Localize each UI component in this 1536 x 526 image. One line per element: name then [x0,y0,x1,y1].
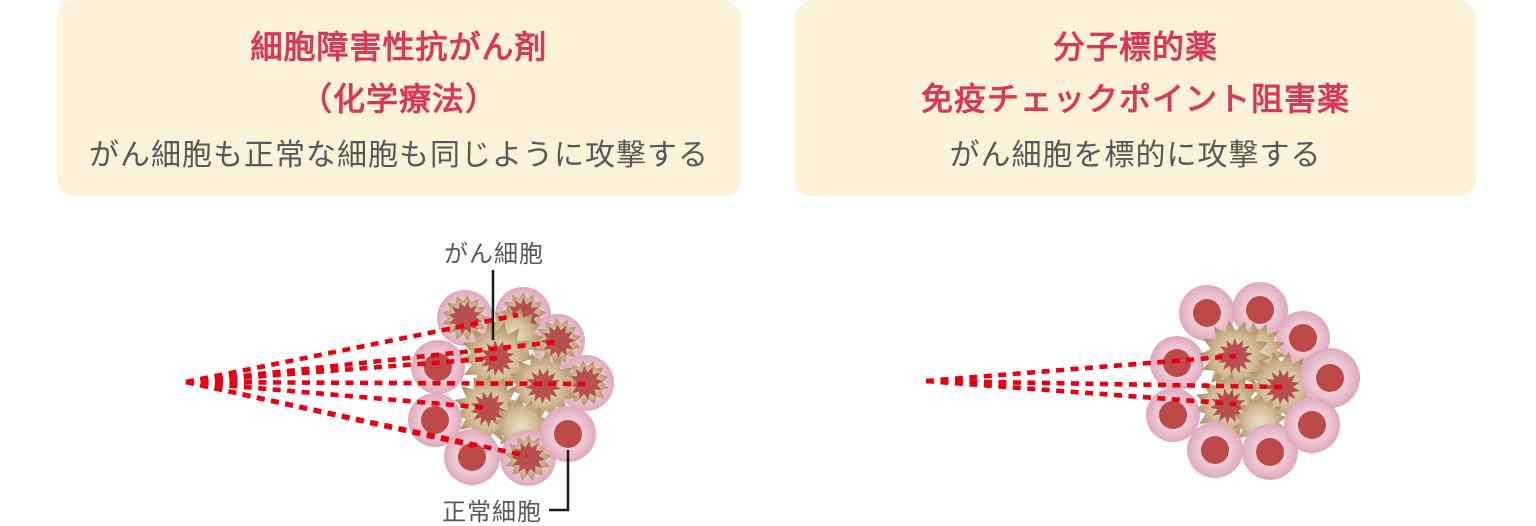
attack-dashed-arrow [185,379,490,411]
normal-cell [1300,348,1360,408]
left-cell-cluster [408,287,614,486]
normal-cell-nucleus [1246,296,1274,324]
chemo-panel-title-line1: 細胞障害性抗がん剤 [250,28,548,65]
normal-cell [411,340,465,394]
cancer-cell-nucleus [511,441,545,475]
chemo-panel: 細胞障害性抗がん剤 （化学療法） がん細胞も正常な細胞も同じように攻撃する [57,0,741,196]
normal-cell [1242,424,1298,480]
normal-cell-nucleus [1256,438,1284,466]
normal-cell [1179,285,1235,341]
normal-cell-nucleus [1193,299,1221,327]
targeted-panel-subtitle: がん細胞を標的に攻撃する [949,139,1322,173]
targeted-panel: 分子標的薬 免疫チェックポイント阻害薬 がん細胞を標的に攻撃する [795,0,1476,196]
cancer-cell-nucleus [541,324,575,358]
normal-cell-nucleus [421,406,449,434]
cancer-cell-nucleus [470,391,506,427]
attack-dashed-arrow [185,379,475,449]
normal-cell-nucleus [458,443,486,471]
normal-cell [540,406,596,462]
cancer-cell-nucleus [525,368,561,404]
normal-cell-nucleus [1316,364,1344,392]
normal-cell [1232,282,1288,338]
normal-cell [1146,388,1200,442]
normal-cell-label: 正常細胞 [442,499,542,526]
cancer-cell [508,351,578,421]
attack-dashed-arrows [925,353,1284,407]
normal-cell [444,429,500,485]
cancer-cell-nucleus [506,298,540,332]
normal-cell [1284,397,1340,453]
normal-cell-nucleus [554,420,582,448]
cancer-cell-label: がん細胞 [444,241,544,268]
attack-dashed-arrow [185,312,519,385]
targeted-panel-title-line1: 分子標的薬 [1052,28,1218,65]
chemo-panel-subtitle: がん細胞も正常な細胞も同じように攻撃する [89,139,709,173]
targeted-panel-title-line2: 免疫チェックポイント阻害薬 [920,80,1350,117]
chemo-panel-title-line2: （化学療法） [299,80,498,117]
normal-cell-nucleus [424,353,452,381]
attack-dashed-arrow [925,378,1284,390]
normal-cell-nucleus [1289,324,1317,352]
normal-cell-nucleus [1159,401,1187,429]
normal-cell [1187,422,1243,478]
cancer-cell-nucleus [1210,388,1246,424]
attack-dashed-arrow [185,379,587,387]
normal-cell-nucleus [1298,411,1326,439]
normal-cell-pointer-line [549,450,570,512]
attack-dashed-arrows [185,312,587,459]
normal-cell-nucleus [1201,436,1229,464]
right-cell-cluster [1146,282,1360,480]
cancer-cell-nucleus [569,366,603,400]
cancer-cell [500,430,556,486]
illustration-labels: がん細胞 正常細胞 [442,241,570,526]
